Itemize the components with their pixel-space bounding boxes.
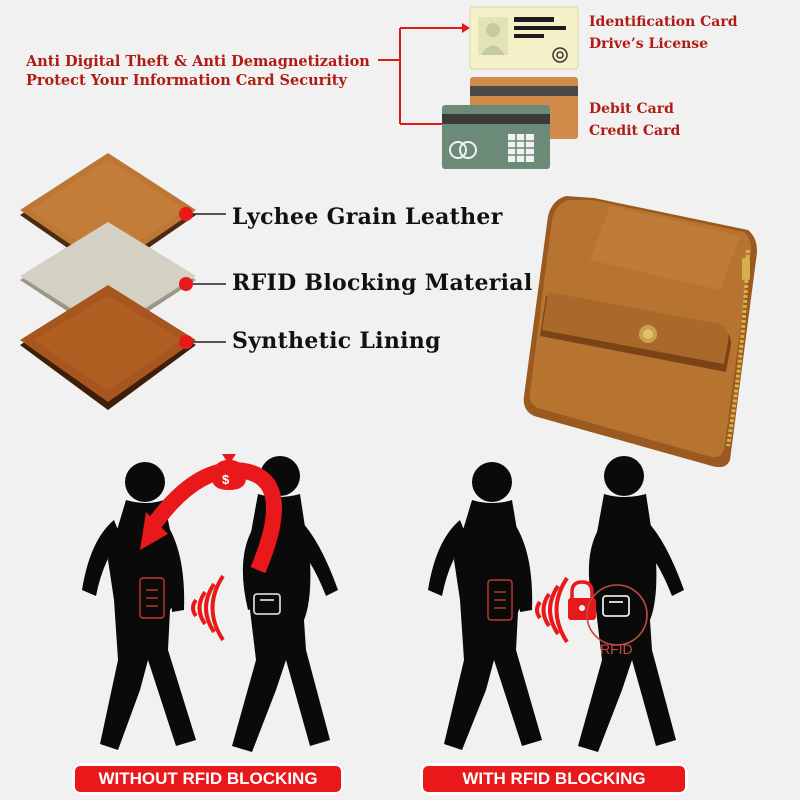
credit-card-icon <box>442 105 550 169</box>
security-line-2: Protect Your Information Card Security <box>26 72 347 89</box>
id-card-icon <box>469 6 579 70</box>
thief-silhouette <box>232 456 338 752</box>
id-card-labels: Identification Card Drive’s License <box>589 11 738 55</box>
security-headline: Anti Digital Theft & Anti Demagnetizatio… <box>26 52 370 90</box>
layer-pointers <box>179 207 226 349</box>
layer-label-lining: Synthetic Lining <box>232 328 441 354</box>
wallet-icon <box>602 595 630 617</box>
bank-card-labels: Debit Card Credit Card <box>589 98 680 142</box>
keypad-icon <box>487 579 513 621</box>
leather-layer <box>20 153 196 276</box>
wallet-icon <box>253 593 281 615</box>
signal-waves-icon <box>191 574 225 642</box>
right-scene <box>428 456 684 752</box>
license-label: Drive’s License <box>589 36 709 52</box>
money-bag-icon <box>212 454 246 490</box>
rfid-material-layer <box>20 222 196 338</box>
keypad-icon <box>139 577 165 619</box>
signal-waves-icon <box>535 576 569 644</box>
debit-card-label: Debit Card <box>589 101 674 117</box>
left-scene <box>82 456 338 752</box>
theft-arrow-head <box>140 512 168 550</box>
security-line-1: Anti Digital Theft & Anti Demagnetizatio… <box>26 53 370 70</box>
rfid-shield-icon <box>586 584 648 646</box>
thief-silhouette-blocked <box>578 456 684 752</box>
victim-silhouette-protected <box>428 462 542 750</box>
credit-card-label: Credit Card <box>589 123 681 139</box>
wallet-image <box>523 196 757 468</box>
money-symbol: $ <box>222 472 230 487</box>
id-card-label: Identification Card <box>589 14 738 30</box>
with-rfid-banner: WITH RFID BLOCKING <box>420 763 688 795</box>
layer-label-rfid: RFID Blocking Material <box>232 270 533 296</box>
rfid-text: RFID <box>600 641 633 657</box>
lining-layer <box>20 285 196 410</box>
layer-label-leather: Lychee Grain Leather <box>232 204 503 230</box>
victim-silhouette <box>82 462 196 750</box>
padlock-icon <box>568 580 596 620</box>
without-rfid-banner: WITHOUT RFID BLOCKING <box>72 763 344 795</box>
